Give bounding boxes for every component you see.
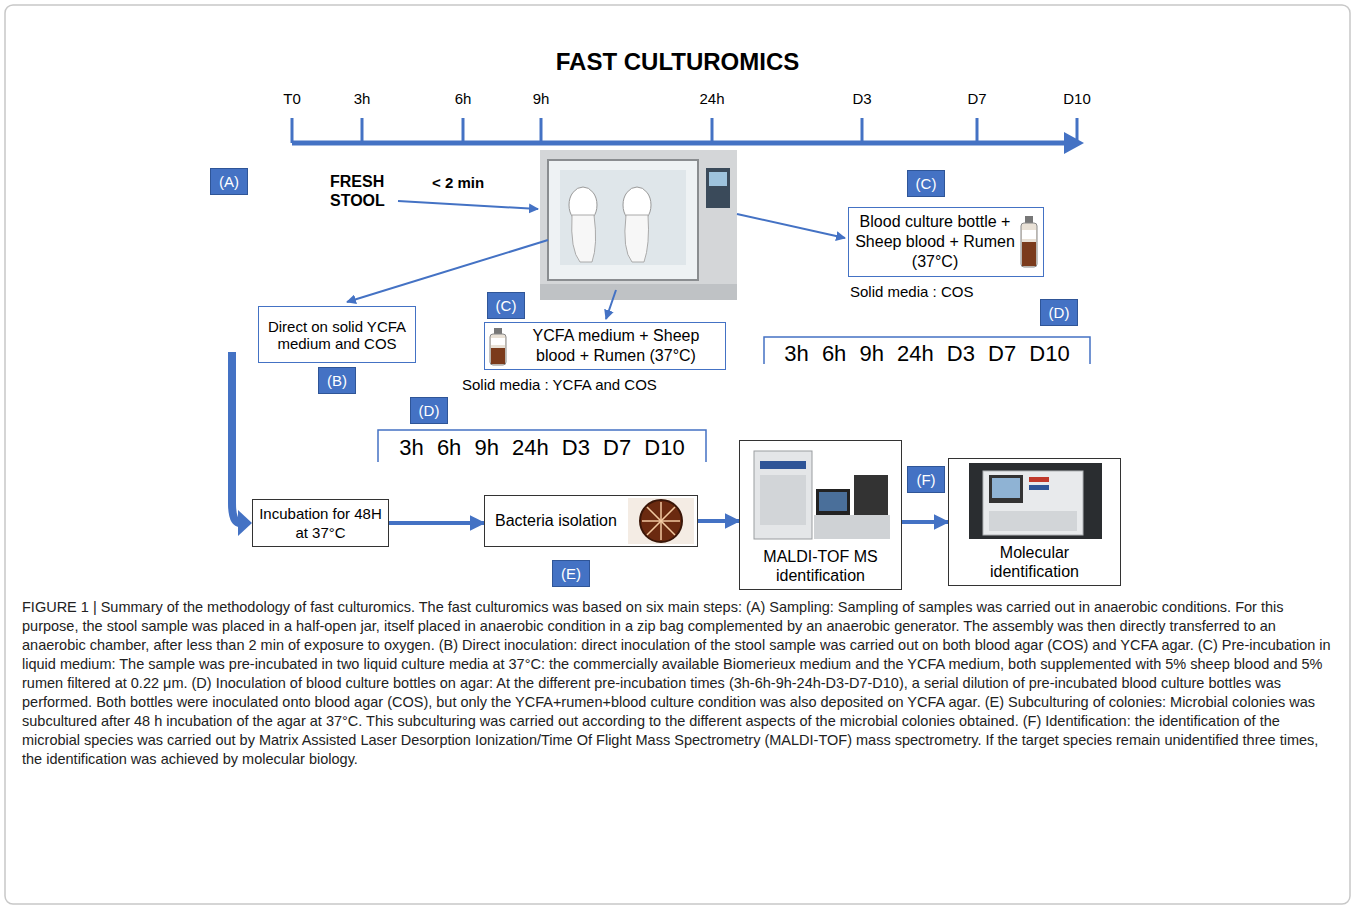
- box-text: Direct on solid YCFA medium and COS: [265, 318, 409, 352]
- tag-text: (C): [916, 175, 937, 192]
- box-text: Bacteria isolation: [495, 511, 617, 531]
- time-point: D7: [947, 90, 1007, 108]
- time-point: D10: [1047, 90, 1107, 108]
- time-point: 24h: [682, 90, 742, 108]
- process-box: Bacteria isolation: [484, 495, 698, 547]
- step-tag: (D): [410, 397, 448, 424]
- box-text: Blood culture bottle + Sheep blood + Rum…: [855, 212, 1015, 272]
- figure-caption: FIGURE 1 | Summary of the methodology of…: [22, 598, 1334, 769]
- box-text: Incubation for 48H at 37°C: [259, 504, 382, 542]
- time-series: 3h 6h 9h 24h D3 D7 D10: [382, 435, 702, 461]
- step-tag: (C): [487, 292, 525, 319]
- flow-arrow: [902, 520, 948, 524]
- timeline-arrow: [292, 118, 1084, 154]
- figure-title: FAST CULTUROMICS: [0, 48, 1355, 76]
- instrument-box: Molecular identification: [948, 458, 1121, 586]
- tag-text: (E): [561, 565, 581, 582]
- box-text: MALDI-TOF MS identification: [746, 547, 895, 585]
- figure-border: [5, 5, 1350, 904]
- time-point: 3h: [332, 90, 392, 108]
- culture-bottle-icon: [1019, 216, 1039, 268]
- time-point: 6h: [433, 90, 493, 108]
- instrument-photo: [969, 463, 1102, 539]
- box-text: YCFA medium + Sheep blood + Rumen (37°C): [513, 326, 719, 366]
- media-label: Solid media : YCFA and COS: [462, 376, 657, 394]
- culture-bottle-icon: [489, 328, 507, 366]
- media-label: Solid media : COS: [850, 283, 973, 301]
- box-text: Molecular identification: [955, 543, 1114, 581]
- transfer-arrows: [347, 201, 845, 319]
- tag-text: (D): [419, 402, 440, 419]
- tag-text: (D): [1049, 304, 1070, 321]
- tag-text: (C): [496, 297, 517, 314]
- flow-arrow: [698, 519, 739, 523]
- process-box: YCFA medium + Sheep blood + Rumen (37°C): [484, 322, 726, 370]
- incubation-flow-arrow: [232, 352, 252, 536]
- petri-dish-icon: [628, 498, 694, 544]
- process-box: Blood culture bottle + Sheep blood + Rum…: [848, 207, 1044, 277]
- step-tag: (C): [907, 170, 945, 197]
- time-bracket: [378, 430, 706, 462]
- tag-text: (F): [916, 471, 935, 488]
- process-box: Incubation for 48H at 37°C: [252, 499, 389, 547]
- time-point: T0: [262, 90, 322, 108]
- process-box: Direct on solid YCFA medium and COS: [258, 306, 416, 363]
- instrument-box: MALDI-TOF MS identification: [739, 440, 902, 590]
- step-tag: (B): [318, 367, 356, 394]
- sample-label: FRESH STOOL: [330, 172, 394, 210]
- step-tag: (D): [1040, 299, 1078, 326]
- flow-arrow: [389, 521, 484, 525]
- duration-label: < 2 min: [432, 174, 484, 192]
- time-point: D3: [832, 90, 892, 108]
- time-series: 3h 6h 9h 24h D3 D7 D10: [767, 341, 1087, 367]
- anaerobic-chamber-photo: [540, 150, 737, 300]
- step-tag: (F): [907, 466, 945, 493]
- step-tag: (A): [210, 168, 248, 195]
- instrument-photo: [750, 445, 893, 541]
- step-tag: (E): [552, 560, 590, 587]
- time-point: 9h: [511, 90, 571, 108]
- tag-text: (A): [219, 173, 239, 190]
- tag-text: (B): [327, 372, 347, 389]
